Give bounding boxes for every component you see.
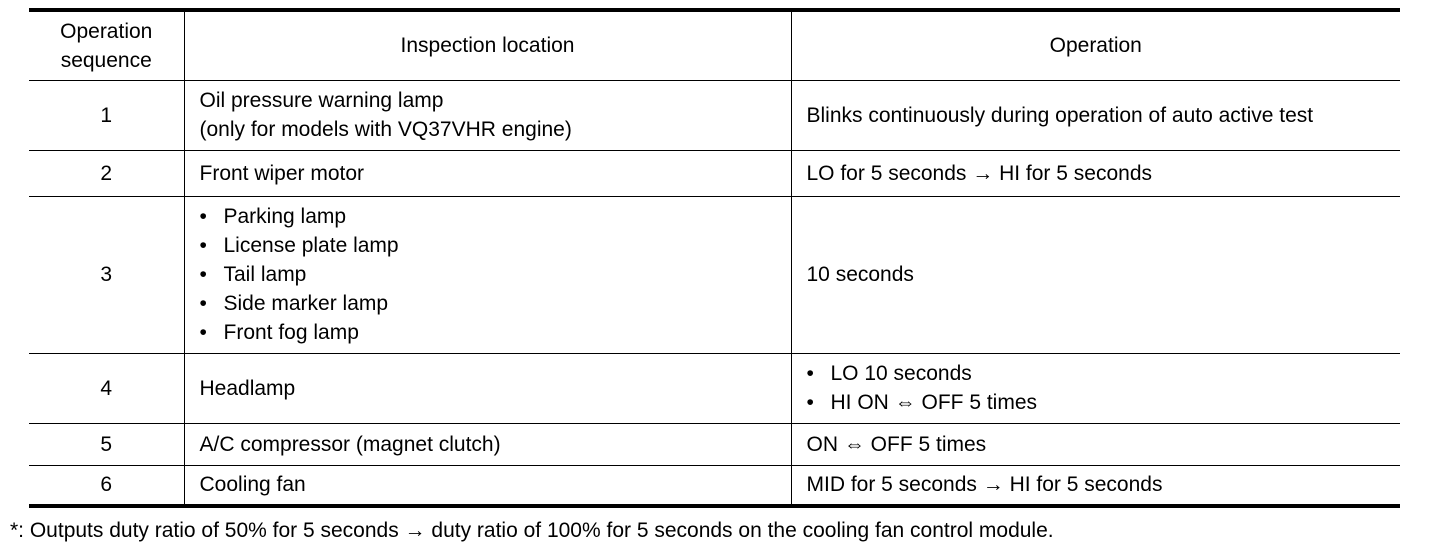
location-list-item: • Front fog lamp	[200, 318, 791, 347]
bullet-icon: •	[199, 205, 207, 228]
sequence-cell: 1	[29, 79, 185, 151]
bullet-icon: •	[199, 292, 207, 315]
header-sequence-line-1: Operation	[60, 19, 153, 43]
sequence-cell: 5	[29, 422, 185, 466]
location-cell: Oil pressure warning lamp (only for mode…	[183, 79, 792, 151]
bullet-icon: •	[806, 391, 814, 414]
operation-cell: • LO 10 seconds • HI ON ⇔ OFF 5 times	[790, 352, 1401, 424]
table-row: 3 • Parking lamp • License plate lamp • Tai…	[29, 195, 1400, 354]
sequence-cell: 3	[29, 195, 185, 354]
operation-list-item: • HI ON ⇔ OFF 5 times	[807, 388, 1401, 417]
header-operation-sequence: Operation sequence	[29, 9, 185, 81]
bullet-icon: •	[199, 263, 207, 286]
sequence-cell: 4	[29, 352, 185, 424]
operation-cell: 10 seconds	[790, 195, 1400, 354]
location-list-item: • Tail lamp	[200, 260, 791, 289]
header-inspection-location: Inspection location	[183, 9, 792, 81]
location-item-text: Side marker lamp	[223, 292, 389, 315]
location-item-text: Front fog lamp	[223, 321, 359, 344]
location-item-text: Parking lamp	[223, 205, 347, 228]
location-list-item: • Side marker lamp	[200, 289, 791, 318]
header-operation: Operation	[790, 9, 1400, 81]
operation-list-item: • LO 10 seconds	[807, 359, 1401, 388]
operation-cell: MID for 5 seconds → HI for 5 seconds	[790, 464, 1400, 507]
operation-item-text: HI ON ⇔ OFF 5 times	[830, 391, 1038, 414]
location-cell: A/C compressor (magnet clutch)	[183, 422, 792, 466]
operation-cell: ON ⇔ OFF 5 times	[790, 422, 1400, 466]
location-item-text: License plate lamp	[223, 234, 399, 257]
operation-item-text: LO 10 seconds	[830, 362, 972, 385]
table-row: 5 A/C compressor (magnet clutch) ON ⇔ OF…	[29, 422, 1400, 466]
sequence-cell: 6	[29, 464, 185, 507]
table-row: 4 Headlamp • LO 10 seconds • HI ON ⇔ OFF 5…	[29, 352, 1401, 424]
table-footnote: *: Outputs duty ratio of 50% for 5 secon…	[10, 519, 1054, 542]
inspection-table-container: Operation sequence Inspection location O…	[29, 8, 1400, 508]
location-cell: • Parking lamp • License plate lamp • Tail …	[183, 195, 792, 354]
location-list-item: • Parking lamp	[200, 202, 791, 231]
operation-cell: LO for 5 seconds → HI for 5 seconds	[790, 149, 1400, 197]
location-cell: Cooling fan	[183, 464, 792, 507]
bullet-icon: •	[199, 234, 207, 257]
table-row: 6 Cooling fan MID for 5 seconds → HI for…	[29, 464, 1400, 507]
location-item-text: Tail lamp	[223, 263, 307, 286]
location-line: Oil pressure warning lamp	[199, 89, 444, 112]
sequence-cell: 2	[29, 149, 185, 197]
bullet-icon: •	[199, 321, 207, 344]
location-cell: Front wiper motor	[183, 149, 792, 197]
location-cell: Headlamp	[183, 352, 792, 424]
table-row: 2 Front wiper motor LO for 5 seconds → H…	[29, 149, 1400, 197]
location-list-item: • License plate lamp	[200, 231, 791, 260]
auto-active-test-table: Operation sequence Inspection location O…	[29, 8, 1400, 508]
table-header-row: Operation sequence Inspection location O…	[29, 9, 1400, 81]
operation-cell: Blinks continuously during operation of …	[790, 79, 1400, 151]
table-row: 1 Oil pressure warning lamp (only for mo…	[29, 79, 1400, 151]
bullet-icon: •	[806, 362, 814, 385]
location-line: (only for models with VQ37VHR engine)	[199, 118, 572, 141]
header-sequence-line-2: sequence	[60, 48, 152, 72]
